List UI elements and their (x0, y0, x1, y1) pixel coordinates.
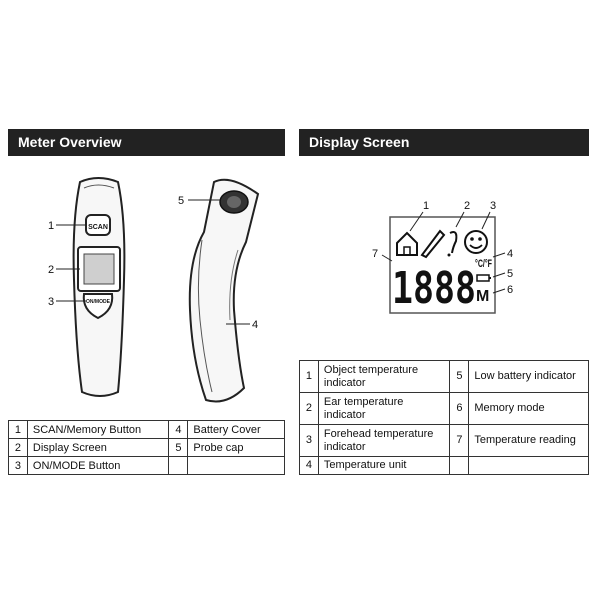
legend-label: Battery Cover (187, 420, 285, 439)
table-row: 3 Forehead temperature indicator 7 Tempe… (299, 424, 589, 457)
legend-number: 2 (299, 392, 319, 425)
face-icon (464, 230, 488, 254)
callout-6: 6 (507, 284, 513, 296)
display-screen-title: Display Screen (299, 129, 589, 156)
legend-label (468, 456, 589, 475)
scan-button-label: SCAN (88, 224, 108, 231)
table-row: 2 Ear temperature indicator 6 Memory mod… (299, 392, 589, 425)
thermometer-side-view (188, 178, 260, 403)
legend-label: Low battery indicator (468, 360, 589, 393)
table-row: 4 Temperature unit (299, 456, 589, 475)
callout-4: 4 (252, 319, 258, 331)
legend-number: 5 (168, 438, 189, 457)
on-mode-button-label: ON/MODE (86, 299, 111, 305)
legend-number: 1 (299, 360, 319, 393)
callout-5: 5 (178, 195, 184, 207)
legend-label: Temperature unit (317, 456, 451, 475)
legend-label: ON/MODE Button (26, 456, 170, 475)
display-screen-legend: 1 Object temperature indicator 5 Low bat… (299, 360, 589, 475)
callout-2: 2 (48, 264, 54, 276)
display-screen-figure: 1888 °C/°F M 1 2 3 4 5 6 7 (372, 200, 513, 314)
legend-label: Memory mode (468, 392, 589, 425)
legend-number: 3 (299, 424, 319, 457)
callout-1: 1 (423, 200, 429, 212)
callout-3: 3 (48, 296, 54, 308)
legend-label: Ear temperature indicator (317, 392, 451, 425)
meter-overview-figure: SCAN ON/MODE 1 2 3 4 5 (48, 177, 260, 403)
legend-label: Probe cap (187, 438, 285, 457)
legend-label: Forehead temperature indicator (317, 424, 451, 457)
on-mode-button[interactable]: ON/MODE (82, 293, 114, 320)
legend-number (449, 456, 470, 475)
callout-5: 5 (507, 268, 513, 280)
legend-label (187, 456, 285, 475)
table-row: 2 Display Screen 5 Probe cap (8, 438, 285, 457)
legend-number: 5 (449, 360, 470, 393)
legend-number: 3 (8, 456, 28, 475)
scan-button[interactable]: SCAN (85, 214, 111, 236)
legend-label: Display Screen (26, 438, 170, 457)
callout-4: 4 (507, 248, 513, 260)
legend-number: 4 (299, 456, 319, 475)
callout-2: 2 (464, 200, 470, 212)
legend-number: 4 (168, 420, 189, 439)
table-row: 1 SCAN/Memory Button 4 Battery Cover (8, 420, 285, 439)
temperature-unit: °C/°F (475, 258, 492, 270)
legend-label: Temperature reading (468, 424, 589, 457)
legend-number: 1 (8, 420, 28, 439)
device-display-screen (77, 246, 121, 292)
legend-number: 6 (449, 392, 470, 425)
memory-mode: M (476, 288, 489, 305)
callout-3: 3 (490, 200, 496, 212)
table-row: 1 Object temperature indicator 5 Low bat… (299, 360, 589, 393)
legend-number (168, 456, 189, 475)
meter-overview-title: Meter Overview (8, 129, 285, 156)
meter-overview-legend: 1 SCAN/Memory Button 4 Battery Cover 2 D… (8, 420, 285, 475)
table-row: 3 ON/MODE Button (8, 456, 285, 475)
legend-number: 7 (449, 424, 470, 457)
temperature-reading: 1888 (392, 263, 476, 314)
house-icon (396, 231, 418, 256)
ear-probe-icon (420, 229, 458, 259)
legend-label: SCAN/Memory Button (26, 420, 170, 439)
callout-1: 1 (48, 220, 54, 232)
low-battery-icon (476, 274, 491, 282)
legend-label: Object temperature indicator (317, 360, 451, 393)
callout-7: 7 (372, 248, 378, 260)
probe-cap (219, 190, 249, 214)
legend-number: 2 (8, 438, 28, 457)
